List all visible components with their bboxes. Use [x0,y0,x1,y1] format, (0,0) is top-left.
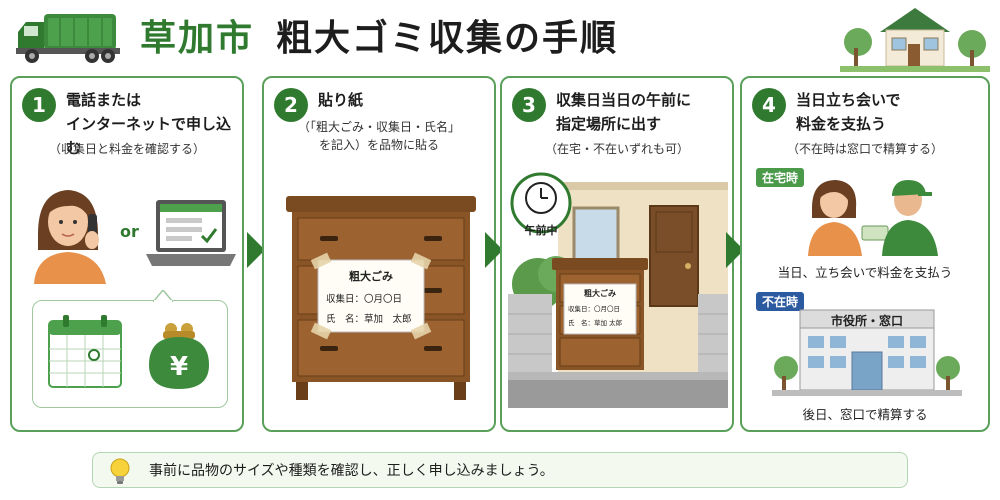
step-title: 電話または インターネットで申し込む [66,88,242,160]
away-tag: 不在時 [756,292,805,311]
step-header: 3 収集日当日の午前に 指定場所に出す [512,88,691,136]
label-heading: 粗大ごみ [349,269,393,283]
office-sign: 市役所・窓口 [830,314,903,328]
step-number: 3 [512,88,546,122]
clock-icon [510,172,572,234]
step-title-line: インターネットで申し込む [66,115,232,157]
step-card-1: 1 電話または インターネットで申し込む （収集日と料金を確認する） or [10,76,244,432]
laptop-icon [146,200,236,266]
payment-scene-illustration [808,180,938,256]
page-title: 粗大ゴミ収集の手順 [276,18,619,59]
step-title-line: 収集日当日の午前に [556,91,692,109]
yen-symbol: ¥ [170,352,188,382]
step-arrow [247,232,265,268]
label-date: 収集日：〇月〇日 [568,304,620,313]
label-name: 氏 名：草加 太郎 [326,313,412,325]
step-note: を記入）を品物に貼る [318,138,439,152]
step-title-line: 指定場所に出す [556,115,662,133]
label-sheet: 粗大ごみ 収集日：〇月〇日 氏 名：草加 太郎 [310,252,432,340]
tip-text: 事前に品物のサイズや種類を確認し、正しく申し込みましょう。 [149,463,554,479]
chest-of-drawers-illustration: 粗大ごみ 収集日：〇月〇日 氏 名：草加 太郎 [286,196,476,400]
label-date: 収集日：〇月〇日 [326,293,402,305]
step-title-line: 貼り紙 [318,91,364,109]
phone-icon [88,214,97,236]
home-tag: 在宅時 [756,168,805,187]
step-number: 4 [752,88,786,122]
bubble-pointer [153,290,173,302]
clock-label: 午前中 [524,224,558,237]
step-card-2: 2 貼り紙 （「粗大ごみ・収集日・氏名」 を記入）を品物に貼る 粗大ごみ 収集日… [262,76,496,432]
title: 草加市 粗大ゴミ収集の手順 [140,8,618,62]
step-number: 2 [274,88,308,122]
header: 草加市 粗大ゴミ収集の手順 [0,0,1000,72]
step-title: 収集日当日の午前に 指定場所に出す [556,88,691,136]
garbage-truck-icon [16,14,120,63]
step-arrow [726,232,744,268]
step-note: （「粗大ごみ・収集日・氏名」 [297,120,460,134]
or-label: or [120,222,139,241]
step-arrow [485,232,503,268]
step-title-line: 電話または [66,91,142,109]
label-name: 氏 名：草加 太郎 [568,318,623,327]
step-card-3: 3 収集日当日の午前に 指定場所に出す （在宅・不在いずれも可） 粗大ごみ 収集… [500,76,734,432]
step-note: （収集日と料金を確認する） [48,142,205,156]
step-title: 当日立ち会いで 料金を支払う [796,88,901,136]
home-caption: 当日、立ち会いで料金を支払う [777,265,953,280]
step-title: 貼り紙 [318,88,363,112]
step-header: 2 貼り紙 [274,88,363,122]
house-icon [840,8,990,72]
tip-bar: 事前に品物のサイズや種類を確認し、正しく申し込みましょう。 [92,452,908,488]
house-front-illustration: 粗大ごみ 収集日：〇月〇日 氏 名：草加 太郎 [508,182,728,408]
step-card-4: 4 当日立ち会いで 料金を支払う （不在時は窓口で精算する） 在宅時 当日、立ち… [740,76,990,432]
coin-purse-icon: ¥ [149,323,209,389]
step-header: 1 電話または インターネットで申し込む [22,88,242,160]
step-header: 4 当日立ち会いで 料金を支払う [752,88,901,136]
city-name: 草加市 [140,18,255,59]
step-title-line: 料金を支払う [796,115,887,133]
step-title-line: 当日立ち会いで [796,91,901,109]
step-note: （不在時は窓口で精算する） [786,142,943,156]
calendar-icon [48,315,122,388]
phone-caller-icon [34,190,106,284]
step-note: （在宅・不在いずれも可） [544,142,689,156]
step-number: 1 [22,88,56,122]
city-office-illustration [772,309,962,396]
lightbulb-icon [110,458,130,484]
label-heading: 粗大ごみ [584,288,616,298]
info-bubble: ¥ [32,290,228,408]
away-caption: 後日、窓口で精算する [802,407,928,422]
